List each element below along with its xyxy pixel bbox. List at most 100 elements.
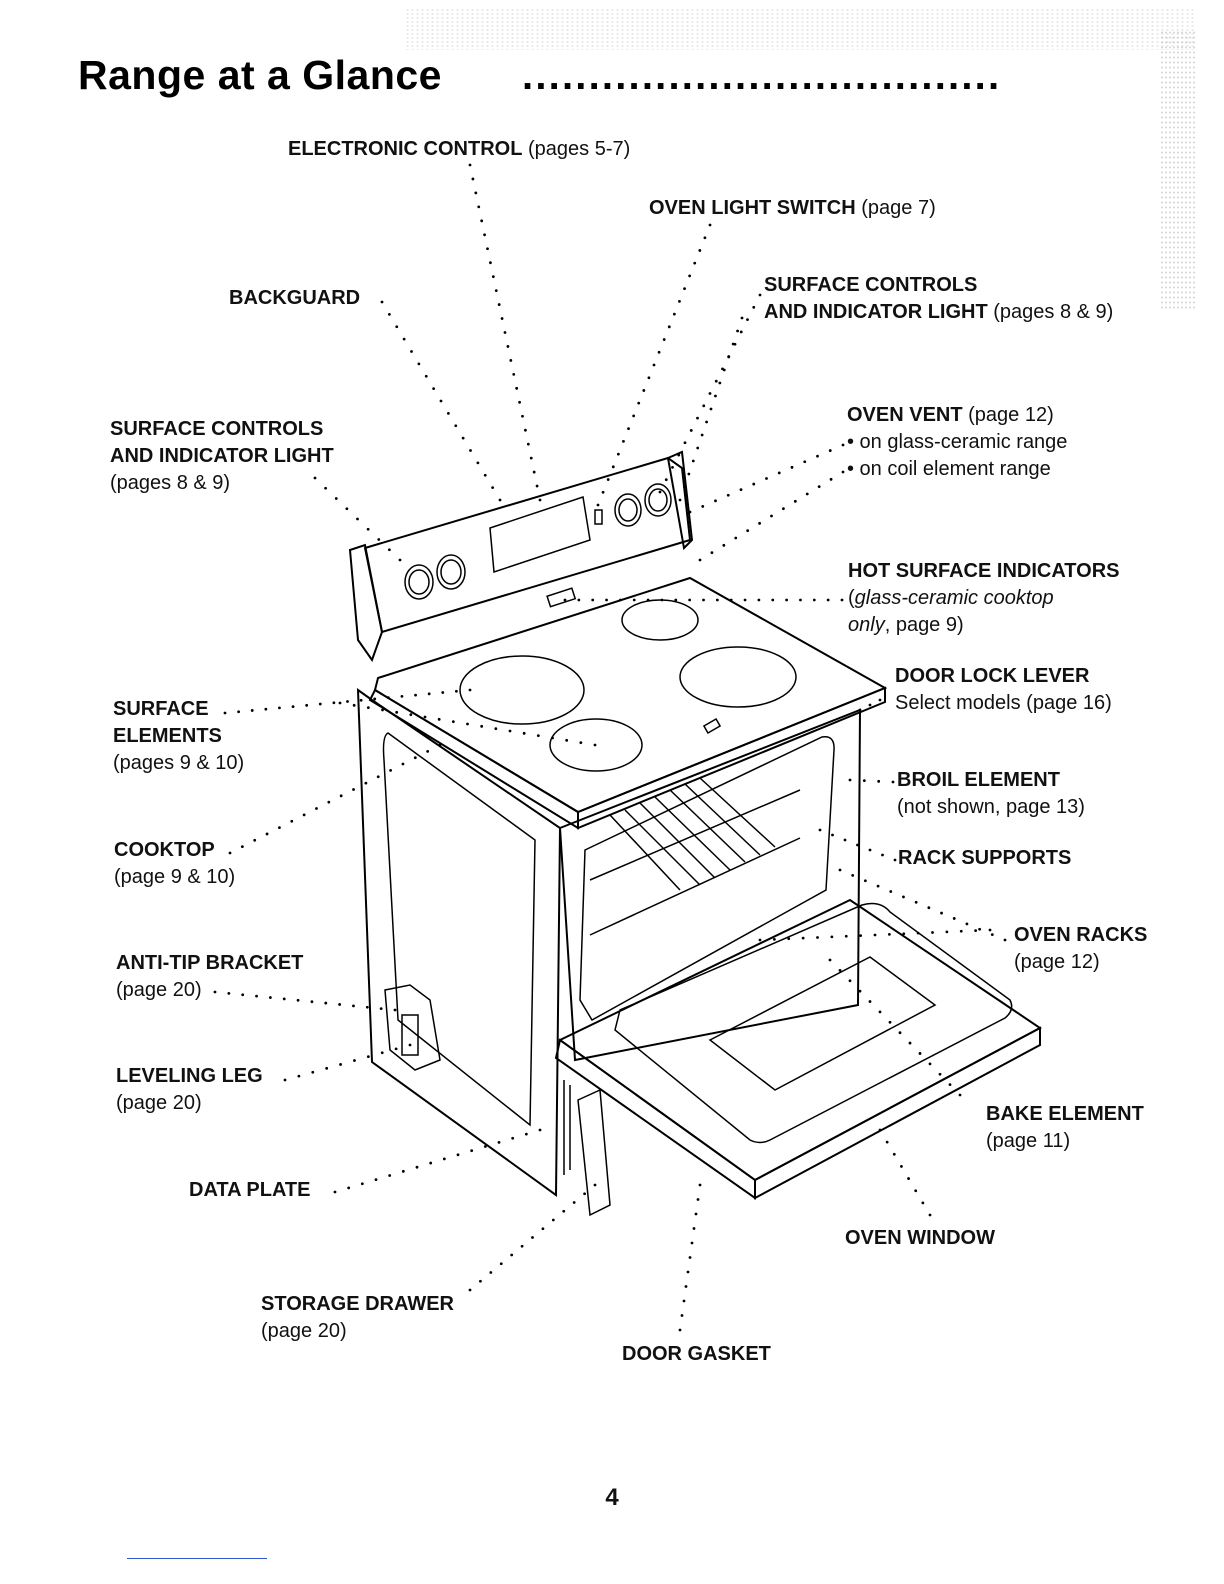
leader-dot-surface-controls-right-2 xyxy=(687,472,691,476)
callout-surface-elements: SURFACE ELEMENTS (pages 9 & 10) xyxy=(113,696,244,777)
leader-dot-data-plate xyxy=(483,1145,487,1148)
leader-dot-surface-elements-2 xyxy=(423,715,427,719)
leader-dot-oven-vent-coil xyxy=(805,492,809,496)
leader-dot-oven-vent-coil xyxy=(758,521,761,525)
leader-dot-anti-tip xyxy=(393,1008,397,1012)
leader-dot-anti-tip xyxy=(282,997,286,1001)
leader-dot-backguard xyxy=(395,325,399,329)
leader-dot-oven-racks-2 xyxy=(772,937,776,941)
callout-name: OVEN RACKS xyxy=(1014,924,1148,946)
callout-note-italic: glass-ceramic cooktop xyxy=(854,587,1054,609)
leader-dot-oven-light-switch xyxy=(678,299,681,303)
leader-dot-cooktop xyxy=(290,819,294,823)
leader-dot-hot-surface xyxy=(563,598,567,602)
leader-dot-oven-racks-2 xyxy=(974,929,978,933)
leader-dot-cooktop xyxy=(327,800,331,804)
callout-name: SURFACE xyxy=(113,698,209,720)
leader-dot-electronic-control xyxy=(474,191,478,195)
leader-dot-electronic-control xyxy=(535,484,539,488)
leader-dot-surface-elements-2 xyxy=(494,727,498,731)
leader-dot-data-plate xyxy=(442,1157,446,1161)
leader-dot-surface-elements-2 xyxy=(381,708,384,712)
leader-dot-surface-elements-2 xyxy=(352,703,356,707)
leader-dot-surface-controls-left xyxy=(334,497,338,500)
leader-dot-surface-controls-left xyxy=(345,507,349,511)
leader-dot-electronic-control xyxy=(486,247,489,251)
callout-name-line2: AND INDICATOR LIGHT xyxy=(764,301,988,323)
callout-page-ref: (page 7) xyxy=(861,197,936,219)
leader-dot-door-gasket xyxy=(696,1198,700,1201)
callout-electronic-control: ELECTRONIC CONTROL (pages 5-7) xyxy=(288,136,630,163)
callout-page-ref: (page 12) xyxy=(1014,951,1100,973)
leader-dot-hot-surface xyxy=(840,598,844,602)
leader-dot-cooktop xyxy=(413,756,417,760)
leader-dot-backguard xyxy=(483,473,487,477)
leader-dot-oven-light-switch xyxy=(627,427,630,431)
leader-dot-surface-controls-left xyxy=(387,548,391,552)
leader-dot-oven-vent-coil xyxy=(746,529,750,533)
surface-element-burners xyxy=(459,599,797,772)
leader-dot-electronic-control xyxy=(480,219,484,223)
paren-open: ( xyxy=(848,587,855,609)
leader-dot-electronic-control xyxy=(515,386,519,390)
leader-dot-electronic-control xyxy=(518,400,521,404)
leader-dot-surface-elements-2 xyxy=(409,713,413,717)
leader-dot-door-gasket xyxy=(692,1227,696,1230)
leader-dot-hot-surface xyxy=(812,598,816,602)
callout-page-ref: (pages 8 & 9) xyxy=(993,301,1114,323)
leader-dot-surface-elements-2 xyxy=(536,734,540,738)
leader-dot-cooktop xyxy=(352,788,355,791)
leader-dot-data-plate xyxy=(347,1186,351,1190)
callout-bake-element: BAKE ELEMENT (page 11) xyxy=(986,1101,1144,1155)
callout-note-italic-2: only xyxy=(848,614,885,636)
leader-dot-rack-supports xyxy=(818,828,822,832)
leader-dot-surface-controls-right-2 xyxy=(700,433,704,437)
leader-dot-backguard xyxy=(469,449,472,452)
callout-name: OVEN WINDOW xyxy=(845,1227,995,1249)
leader-dot-surface-elements-2 xyxy=(508,729,512,733)
leader-dot-oven-racks-2 xyxy=(844,934,848,938)
oven-window-glass xyxy=(708,956,937,1091)
leader-dot-backguard xyxy=(402,337,406,341)
leader-dot-leveling-leg xyxy=(311,1070,315,1074)
leader-dot-oven-light-switch xyxy=(642,389,646,392)
leader-dot-backguard xyxy=(417,362,421,366)
leader-dot-electronic-control xyxy=(491,275,495,279)
leader-dot-cooktop xyxy=(228,851,232,855)
leader-dot-surface-elements xyxy=(400,694,404,698)
leader-dot-cooktop xyxy=(278,826,281,829)
leader-dot-oven-racks xyxy=(914,900,918,904)
electronic-control-display xyxy=(489,496,591,574)
leader-dot-oven-light-switch xyxy=(667,325,671,329)
leader-dot-oven-vent-coil xyxy=(710,551,714,555)
leader-dot-oven-racks xyxy=(889,890,893,893)
leader-dot-oven-vent-glass xyxy=(726,493,730,497)
leader-dot-oven-vent-coil xyxy=(722,543,726,547)
leader-dot-oven-racks xyxy=(965,922,969,926)
leader-dot-backguard xyxy=(454,424,458,428)
leader-dot-oven-light-switch xyxy=(596,503,600,507)
leader-dot-oven-window xyxy=(878,1128,882,1132)
callout-broil-element: BROIL ELEMENT (not shown, page 13) xyxy=(897,767,1085,821)
callout-name: DOOR LOCK LEVER xyxy=(895,665,1090,687)
page-title: Range at a Glance xyxy=(78,52,442,98)
leader-dot-oven-racks-2 xyxy=(873,933,877,937)
callout-name: COOKTOP xyxy=(114,839,215,861)
leader-dot-hot-surface xyxy=(605,598,608,602)
leader-dot-oven-vent-coil xyxy=(770,514,773,518)
leader-dot-oven-light-switch xyxy=(708,223,712,227)
leader-dot-surface-controls-right-2 xyxy=(740,316,744,320)
leader-dot-surface-controls-right xyxy=(702,404,706,408)
leader-dot-surface-controls-right xyxy=(683,441,687,445)
leader-dot-anti-tip xyxy=(338,1003,342,1006)
leader-dot-oven-window xyxy=(928,1213,932,1217)
leader-dot-surface-elements xyxy=(414,693,417,697)
storage-drawer xyxy=(563,1080,611,1217)
leader-dot-oven-racks-2 xyxy=(859,934,863,938)
leader-dot-oven-window xyxy=(914,1189,918,1193)
leader-dot-surface-elements xyxy=(237,710,241,714)
hot-surface-indicator-2 xyxy=(702,718,722,734)
callout-anti-tip-bracket: ANTI-TIP BRACKET (page 20) xyxy=(116,950,303,1004)
leader-dot-rack-supports xyxy=(881,853,884,857)
leader-dot-hot-surface xyxy=(743,598,747,602)
